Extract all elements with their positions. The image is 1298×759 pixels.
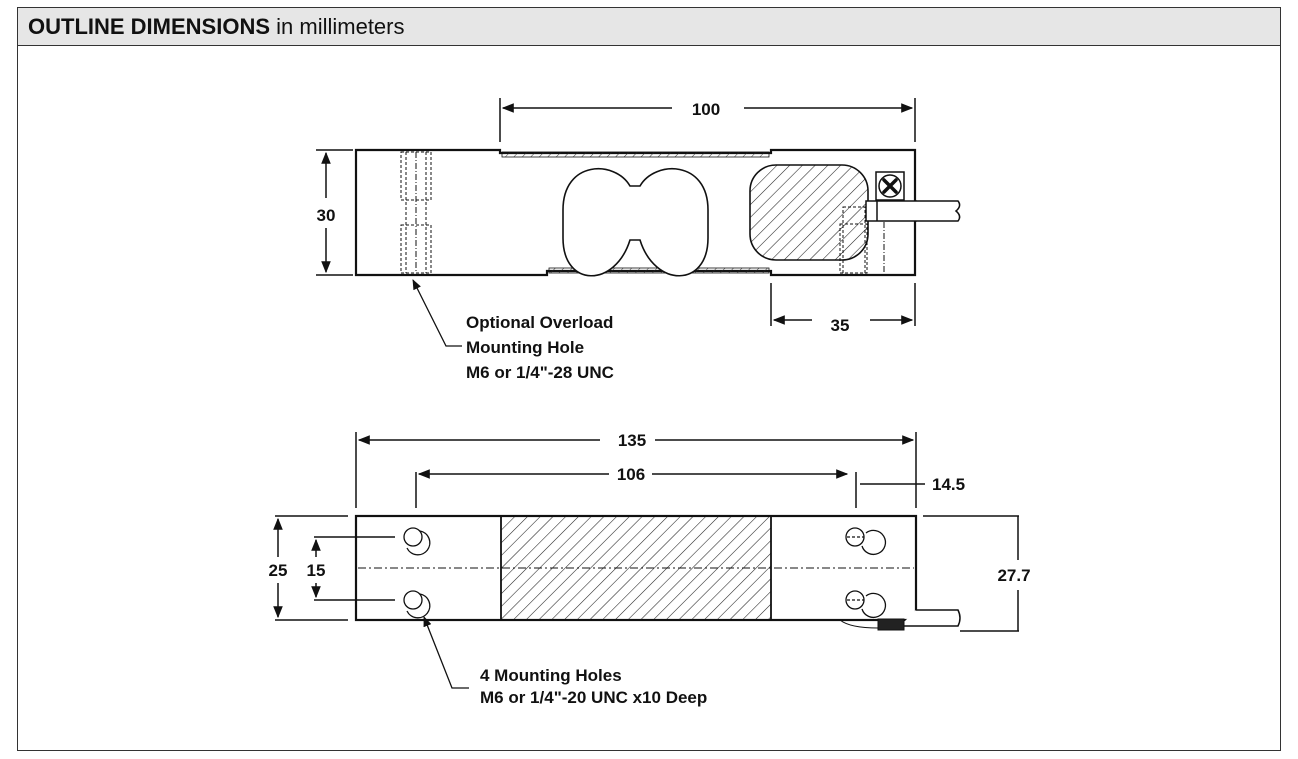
- panel-header: OUTLINE DIMENSIONS in millimeters: [18, 8, 1280, 46]
- top-cable: [915, 200, 961, 222]
- mounting-holes-leader: [423, 616, 469, 689]
- dim-100-label: 100: [692, 100, 720, 119]
- dim-27-7-label: 27.7: [997, 566, 1030, 585]
- dim-30-label: 30: [317, 206, 336, 225]
- overload-callout-line3: M6 or 1/4"-28 UNC: [466, 363, 614, 382]
- top-gauge-strip: [501, 151, 770, 158]
- overload-callout-line1: Optional Overload: [466, 313, 613, 332]
- dim-106-label: 106: [617, 465, 645, 484]
- bottom-cable: [900, 609, 961, 627]
- dim-106: [415, 469, 857, 508]
- binocular-cutout: [562, 167, 709, 277]
- mounting-hole-icon: [403, 590, 423, 610]
- cable-clamp: [865, 171, 917, 222]
- outline-dimensions-panel: OUTLINE DIMENSIONS in millimeters: [17, 7, 1281, 751]
- dim-27-7: [923, 515, 1019, 632]
- dim-25: [273, 515, 348, 621]
- overload-leader: [412, 279, 462, 347]
- overload-callout-line2: Mounting Hole: [466, 338, 584, 357]
- mounting-hole-icon: [403, 527, 423, 547]
- dim-100: [499, 98, 916, 142]
- dim-14-5-label: 14.5: [932, 475, 965, 494]
- right-mounting-holes: [845, 527, 887, 618]
- bottom-cable-clamp: [877, 618, 905, 631]
- overload-hole-hidden-lines: [400, 151, 432, 274]
- dim-15: [311, 536, 395, 601]
- mounting-callout-line2: M6 or 1/4"-20 UNC x10 Deep: [480, 688, 707, 707]
- left-mounting-holes: [403, 527, 431, 619]
- top-view: 100 30 35 Optional Overload Mounting Hol…: [316, 98, 961, 382]
- title-units: in millimeters: [276, 14, 405, 39]
- dim-15-label: 15: [307, 561, 326, 580]
- dim-135-label: 135: [618, 431, 646, 450]
- dim-35: [770, 283, 916, 326]
- top-body-outline: [354, 148, 917, 277]
- panel-title: OUTLINE DIMENSIONS in millimeters: [28, 14, 405, 40]
- dim-25-label: 25: [269, 561, 288, 580]
- dim-30: [316, 149, 353, 276]
- title-bold: OUTLINE DIMENSIONS: [28, 14, 271, 39]
- hatched-pocket: [749, 164, 869, 261]
- bottom-view: 135 106 14.5 25 15: [269, 431, 1031, 707]
- dim-135: [355, 432, 917, 508]
- mounting-callout-line1: 4 Mounting Holes: [480, 666, 622, 685]
- dim-35-label: 35: [831, 316, 850, 335]
